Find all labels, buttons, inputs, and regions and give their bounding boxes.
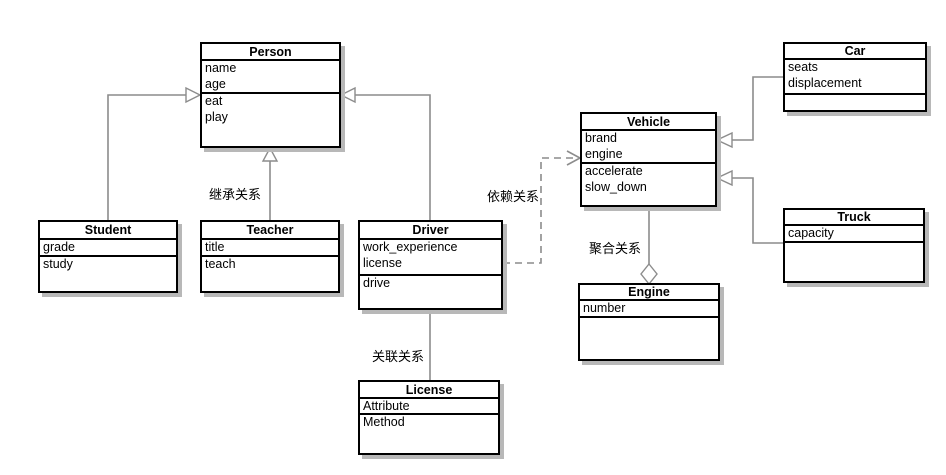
class-engine-name: Engine	[580, 285, 718, 301]
edge-truck-vehicle	[732, 177, 783, 244]
class-car-attributes: seats displacement	[785, 60, 925, 95]
class-student-attributes: grade	[40, 240, 176, 257]
edge-car-vehicle	[732, 76, 783, 141]
class-driver-methods: drive	[363, 276, 391, 290]
class-car-methods	[785, 95, 925, 110]
class-teacher: Teacher title teach	[200, 220, 340, 293]
class-car: Car seats displacement	[783, 42, 927, 112]
class-truck: Truck capacity	[783, 208, 925, 283]
class-teacher-name: Teacher	[202, 222, 338, 240]
inheritance-triangle-icon-person-left	[185, 86, 202, 104]
class-vehicle-attributes: brand engine	[582, 131, 715, 164]
class-teacher-attributes: title	[202, 240, 338, 257]
class-vehicle: Vehicle brand engine accelerate slow_dow…	[580, 112, 717, 207]
class-license-attributes: Attribute	[360, 399, 498, 415]
inheritance-triangle-icon-vehicle-car	[715, 131, 733, 149]
class-person-attributes: name age	[202, 61, 339, 94]
class-truck-attributes: capacity	[785, 226, 923, 243]
class-student: Student grade study	[38, 220, 178, 293]
class-engine-attributes: number	[580, 301, 718, 318]
class-license-methods: Method	[363, 415, 405, 429]
class-engine-methods	[580, 318, 718, 359]
label-inheritance-relationship: 继承关系	[209, 187, 262, 202]
class-driver-name: Driver	[360, 222, 501, 240]
edge-student-person	[107, 94, 186, 220]
inheritance-triangle-icon-vehicle-truck	[715, 169, 733, 187]
inheritance-triangle-icon-person-right	[339, 86, 356, 104]
aggregation-diamond-icon	[640, 262, 658, 286]
class-truck-methods	[785, 243, 923, 281]
label-aggregation-relationship: 聚合关系	[589, 241, 642, 256]
class-license-name: License	[360, 382, 498, 399]
class-teacher-methods: teach	[205, 257, 236, 271]
class-vehicle-name: Vehicle	[582, 114, 715, 131]
class-engine: Engine number	[578, 283, 720, 361]
class-person: Person name age eat play	[200, 42, 341, 148]
inheritance-triangle-icon-person-bottom	[261, 146, 279, 162]
class-person-methods: eat play	[205, 94, 228, 124]
class-student-name: Student	[40, 222, 176, 240]
class-car-name: Car	[785, 44, 925, 60]
label-dependency-relationship: 依赖关系	[487, 189, 540, 204]
class-driver: Driver work_experience license drive	[358, 220, 503, 310]
class-truck-name: Truck	[785, 210, 923, 226]
edge-driver-person	[355, 94, 431, 220]
class-student-methods: study	[43, 257, 73, 271]
label-association-relationship: 关联关系	[372, 349, 425, 364]
class-driver-attributes: work_experience license	[360, 240, 501, 276]
class-person-name: Person	[202, 44, 339, 61]
edge-driver-vehicle	[503, 157, 576, 264]
class-license: License Attribute Method	[358, 380, 500, 455]
class-vehicle-methods: accelerate slow_down	[585, 164, 647, 194]
